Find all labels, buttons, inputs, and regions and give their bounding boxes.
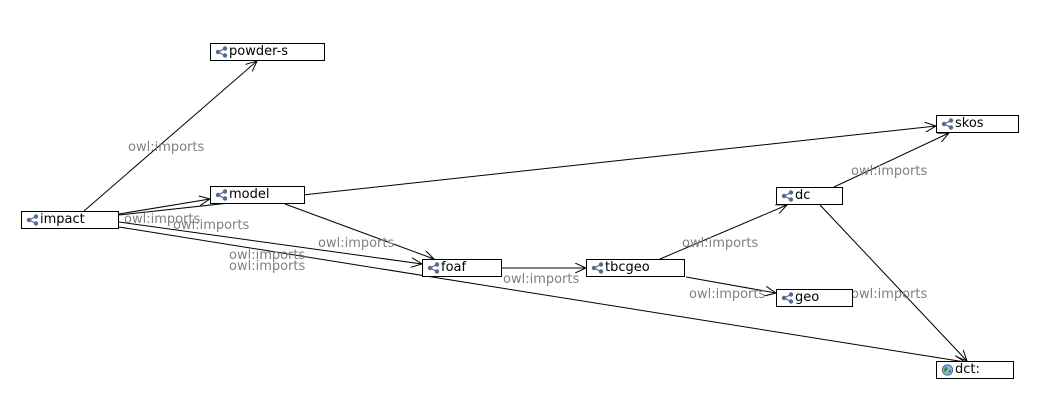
node-skos[interactable]: skos — [936, 115, 1019, 133]
ontology-icon — [26, 214, 39, 226]
ontology-icon — [591, 262, 604, 274]
node-dct[interactable]: dct: — [936, 361, 1014, 379]
edge-label-impact-foaf: owl:imports — [229, 248, 306, 263]
edge-impact-dct[interactable] — [118, 226, 965, 362]
edge-impact-foaf[interactable] — [118, 221, 422, 264]
edge-label-impact-model: owl:imports — [124, 212, 201, 227]
ontology-icon — [215, 189, 228, 201]
globe-icon — [941, 364, 954, 376]
node-geo[interactable]: geo — [776, 289, 853, 307]
node-label: geo — [795, 290, 820, 305]
node-tbcgeo[interactable]: tbcgeo — [586, 259, 685, 277]
node-label: foaf — [441, 260, 467, 275]
node-label: dc — [795, 188, 811, 203]
node-impact[interactable]: impact — [21, 211, 119, 229]
node-label: skos — [955, 116, 984, 131]
edge-label-dc-dct: owl:imports — [851, 287, 928, 302]
edge-label-model-foaf: owl:imports — [318, 236, 395, 251]
node-foaf[interactable]: foaf — [422, 259, 502, 277]
edge-dc-skos[interactable] — [833, 133, 949, 188]
edge-label-dc-skos: owl:imports — [851, 164, 928, 179]
edge-label-foaf-tbcgeo: owl:imports — [503, 272, 580, 287]
edge-label-impact-skos: owl:imports — [173, 218, 250, 233]
edge-label-tbcgeo-dc: owl:imports — [682, 236, 759, 251]
edge-impact-model[interactable] — [118, 199, 210, 215]
edge-tbcgeo-dc[interactable] — [659, 205, 787, 260]
edge-dc-dct[interactable] — [819, 204, 967, 361]
edge-tbcgeo-geo[interactable] — [685, 276, 776, 293]
edge-model-foaf[interactable] — [284, 203, 434, 259]
node-label: impact — [40, 212, 85, 227]
node-model[interactable]: model — [210, 186, 305, 204]
edge-label-tbcgeo-geo: owl:imports — [689, 287, 766, 302]
ontology-icon — [781, 190, 794, 202]
ontology-icon — [427, 262, 440, 274]
node-label: powder-s — [229, 44, 289, 59]
node-label: model — [229, 187, 270, 202]
edge-impact-powder_s[interactable] — [83, 61, 257, 212]
ontology-icon — [215, 46, 228, 58]
node-label: tbcgeo — [605, 260, 650, 275]
node-powder_s[interactable]: powder-s — [210, 43, 325, 61]
ontology-icon — [941, 118, 954, 130]
edge-label-impact-powder_s: owl:imports — [128, 140, 205, 155]
node-label: dct: — [955, 362, 980, 377]
edge-label-impact-dct: owl:imports — [229, 259, 306, 274]
node-dc[interactable]: dc — [776, 187, 843, 205]
ontology-icon — [781, 292, 794, 304]
